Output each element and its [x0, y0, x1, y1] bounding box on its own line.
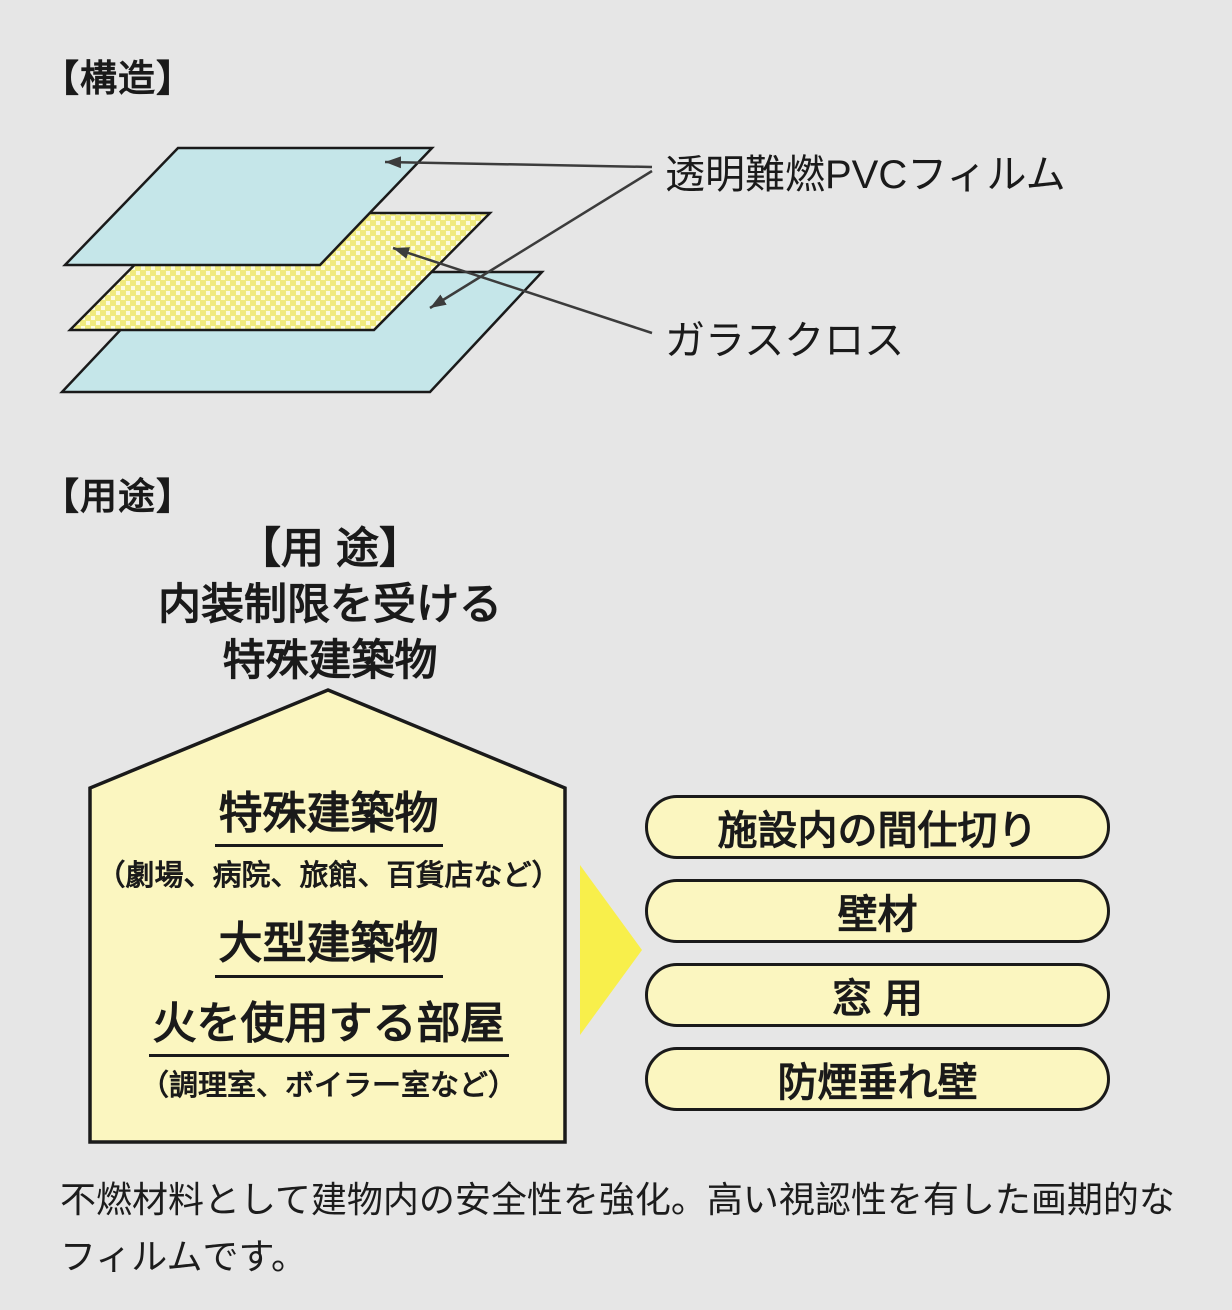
- house-item-fire-rooms: 火を使用する部屋: [92, 999, 565, 1058]
- house-title-line: 内装制限を受ける: [158, 580, 502, 629]
- structure-heading: 【構造】: [42, 58, 194, 99]
- footer-line: フィルムです。: [60, 1235, 307, 1277]
- application-pill-partition: 施設内の間仕切り: [645, 795, 1110, 859]
- usage-diagram: [88, 688, 642, 1144]
- house-item-label: 大型建築物: [214, 920, 443, 978]
- pointer-line-glass-cloth: [392, 246, 653, 335]
- pointer-line-bottom-film: [429, 169, 653, 310]
- application-pill-smoke-barrier: 防煙垂れ壁: [645, 1047, 1110, 1111]
- house-shape: [88, 688, 567, 1144]
- application-pill-wall: 壁材: [645, 879, 1110, 943]
- film-layer-top: [62, 146, 435, 267]
- house-item-note: （調理室、ボイラー室など）: [139, 1070, 517, 1103]
- house-item-note: （劇場、病院、旅館、百貨店など）: [96, 860, 561, 893]
- application-pill-window: 窓 用: [645, 963, 1110, 1027]
- house-title-line: 特殊建築物: [222, 636, 438, 685]
- house-item-label: 特殊建築物: [214, 789, 443, 848]
- pointer-line-top-film: [384, 156, 653, 169]
- house-item-special-buildings: 特殊建築物: [92, 789, 565, 848]
- application-list: 施設内の間仕切り 壁材 窓 用 防煙垂れ壁: [645, 795, 1110, 1111]
- layer-stack-diagram: [59, 146, 653, 394]
- pvc-film-label: 透明難燃PVCフィルム: [665, 153, 1066, 197]
- house-title: 【用 途】 内装制限を受ける 特殊建築物: [60, 522, 600, 690]
- house-item-large-buildings: 大型建築物: [92, 920, 565, 978]
- house-content: 特殊建築物 （劇場、病院、旅館、百貨店など） 大型建築物 火を使用する部屋 （調…: [92, 789, 565, 1104]
- house-item-label: 火を使用する部屋: [148, 999, 509, 1058]
- usage-heading: 【用途】: [42, 476, 194, 517]
- footer-description: 不燃材料として建物内の安全性を強化。高い視認性を有した画期的な フィルムです。: [60, 1172, 1175, 1286]
- glass-cloth-label: ガラスクロス: [665, 319, 905, 363]
- footer-line: 不燃材料として建物内の安全性を強化。高い視認性を有した画期的な: [60, 1179, 1175, 1220]
- right-arrow: [580, 865, 642, 1035]
- house-title-line: 【用 途】: [238, 525, 422, 573]
